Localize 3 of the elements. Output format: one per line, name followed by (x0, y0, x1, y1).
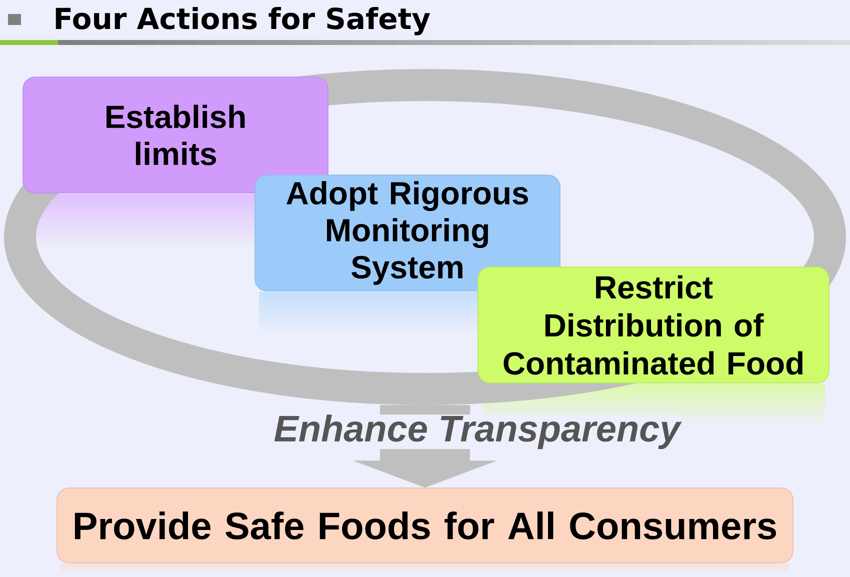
slide-title: Four Actions for Safety (56, 6, 430, 36)
edge-label: Enhance Transparency (274, 414, 682, 450)
goal-box: Provide Safe Foods for All Consumers (56, 488, 794, 564)
